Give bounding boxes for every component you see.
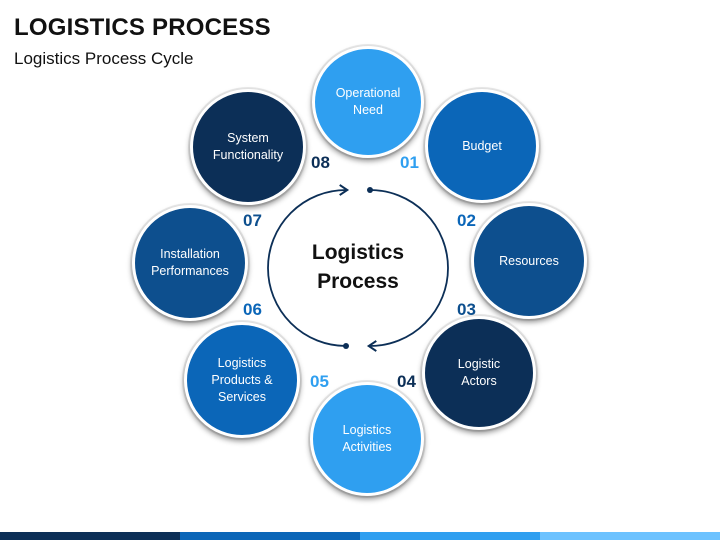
step-label: Logistic Actors xyxy=(457,357,501,388)
step-number-02: 02 xyxy=(457,211,476,230)
step-number-07: 07 xyxy=(243,211,262,230)
cycle-dot-bottom xyxy=(343,343,349,349)
center-label: Logistics Process xyxy=(311,241,405,293)
step-node-installation-performances: Installation Performances xyxy=(132,205,248,321)
step-number-01: 01 xyxy=(400,153,419,172)
page-subtitle: Logistics Process Cycle xyxy=(14,49,194,68)
step-node-operational-need: Operational Need xyxy=(312,46,424,158)
step-number-08: 08 xyxy=(311,153,330,172)
step-label: Logistics Activities xyxy=(342,423,392,454)
page-title: LOGISTICS PROCESS xyxy=(14,14,271,41)
footer-color-bar xyxy=(0,532,720,540)
step-label: Logistics Products & Services xyxy=(211,355,273,404)
footer-segment-4 xyxy=(540,532,720,540)
step-label: Resources xyxy=(499,253,559,268)
step-number-03: 03 xyxy=(457,300,476,319)
step-node-logistics-activities: Logistics Activities xyxy=(310,382,424,496)
step-label: System Functionality xyxy=(212,131,284,162)
step-node-budget: Budget xyxy=(425,89,539,203)
step-node-logistics-products-services: Logistics Products & Services xyxy=(184,322,300,438)
step-number-06: 06 xyxy=(243,300,262,319)
footer-segment-1 xyxy=(0,532,180,540)
cycle-arrow-right xyxy=(366,189,449,352)
cycle-arrow-left xyxy=(267,184,350,347)
step-node-resources: Resources xyxy=(471,203,587,319)
step-node-logistic-actors: Logistic Actors xyxy=(422,316,536,430)
step-node-system-functionality: System Functionality xyxy=(190,89,306,205)
cycle-dot-top xyxy=(367,187,373,193)
footer-segment-3 xyxy=(360,532,540,540)
step-label: Installation Performances xyxy=(151,247,229,278)
step-number-05: 05 xyxy=(310,372,329,391)
step-number-04: 04 xyxy=(397,372,416,391)
step-label: Budget xyxy=(462,138,502,153)
step-label: Operational Need xyxy=(335,86,401,117)
footer-segment-2 xyxy=(180,532,360,540)
